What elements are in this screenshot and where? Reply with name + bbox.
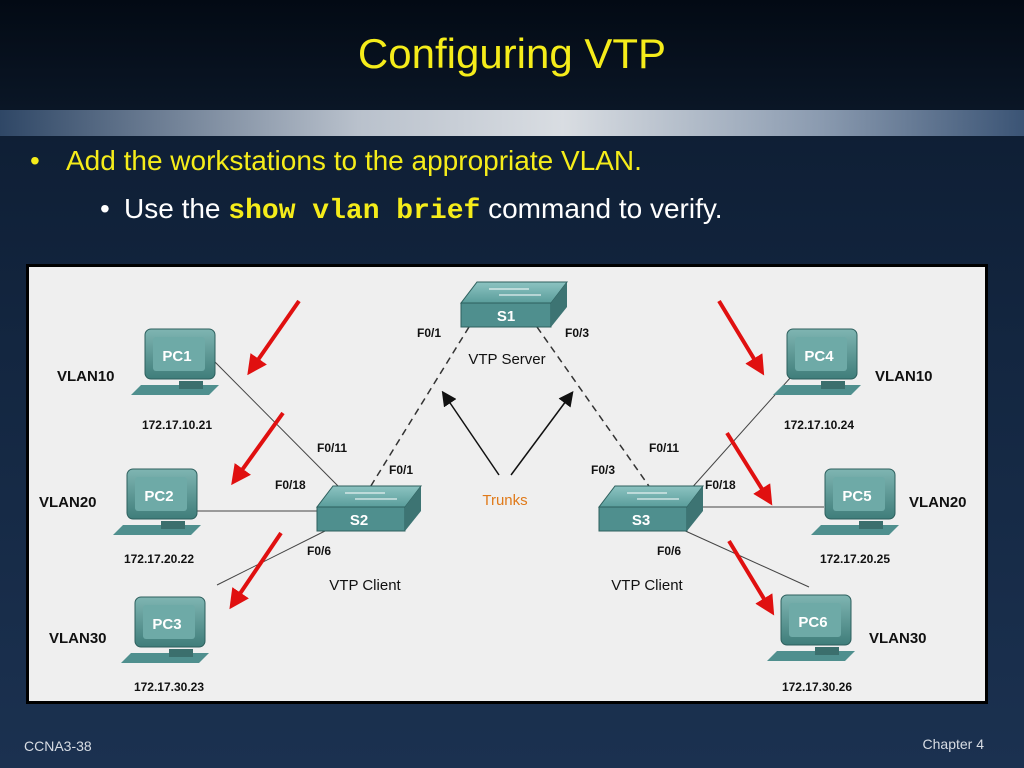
pc1-ip: 172.17.10.21 xyxy=(142,418,212,432)
s1-port-left: F0/1 xyxy=(417,326,441,340)
footer-course-code: CCNA3-38 xyxy=(24,738,92,754)
trunks-pointer-right xyxy=(510,390,574,476)
red-arrow-pc6 xyxy=(727,539,775,616)
pc6-label: PC6 xyxy=(798,614,827,631)
switch-s2 xyxy=(315,485,423,532)
pc3-icon xyxy=(121,596,209,663)
pc4-ip: 172.17.10.24 xyxy=(784,418,854,432)
red-arrow-pc3 xyxy=(229,531,283,610)
s3-port-uplink: F0/3 xyxy=(591,463,615,477)
command-text: show vlan brief xyxy=(228,196,481,227)
switch-s1 xyxy=(459,281,569,328)
s3-port-pc5: F0/18 xyxy=(705,478,736,492)
s1-port-right: F0/3 xyxy=(565,326,589,340)
pc3-ip: 172.17.30.23 xyxy=(134,680,204,694)
red-arrow-pc2 xyxy=(231,411,285,486)
s2-label: S2 xyxy=(350,512,368,529)
pc3-vlan: VLAN30 xyxy=(49,630,107,647)
title-bar xyxy=(0,0,1024,110)
pc4-vlan: VLAN10 xyxy=(875,368,933,385)
pc4-label: PC4 xyxy=(804,348,834,365)
title-divider xyxy=(0,110,1024,136)
s3-label: S3 xyxy=(632,512,650,529)
pc5-icon xyxy=(811,468,899,535)
trunks-label: Trunks xyxy=(482,492,527,509)
link-pc6-s3 xyxy=(680,528,810,588)
link-pc3-s2 xyxy=(216,528,330,586)
s1-role: VTP Server xyxy=(468,351,545,368)
pc6-icon xyxy=(767,594,855,661)
switch-s3 xyxy=(597,485,705,532)
pc5-vlan: VLAN20 xyxy=(909,494,967,511)
s2-port-pc2: F0/18 xyxy=(275,478,306,492)
trunk-line-s1-s2 xyxy=(368,326,470,490)
pc2-icon xyxy=(113,468,201,535)
slide-title: Configuring VTP xyxy=(357,30,667,77)
pc1-label: PC1 xyxy=(162,348,191,365)
s3-port-pc6: F0/6 xyxy=(657,544,681,558)
bullet-dot: • xyxy=(100,193,110,224)
pc4-icon xyxy=(773,328,861,395)
pc6-ip: 172.17.30.26 xyxy=(782,680,852,694)
pc2-vlan: VLAN20 xyxy=(39,494,97,511)
bullet1-text: Add the workstations to the appropriate … xyxy=(66,145,642,176)
network-diagram-svg: S1 F0/1 F0/3 VTP Server S2 F0/1 F0/11 F0… xyxy=(39,281,967,694)
pc5-label: PC5 xyxy=(842,488,871,505)
pc5-ip: 172.17.20.25 xyxy=(820,552,890,566)
bullet2-post: command to verify. xyxy=(480,193,723,224)
pc2-label: PC2 xyxy=(144,488,173,505)
s2-role: VTP Client xyxy=(329,577,401,594)
bullet2-pre: Use the xyxy=(124,193,229,224)
pc3-label: PC3 xyxy=(152,616,181,633)
link-pc4-s3 xyxy=(688,376,792,492)
s2-port-uplink: F0/1 xyxy=(389,463,413,477)
red-arrow-pc5 xyxy=(725,431,773,506)
pc2-ip: 172.17.20.22 xyxy=(124,552,194,566)
bullet-level1: • Add the workstations to the appropriate… xyxy=(30,145,642,177)
red-arrow-pc1 xyxy=(247,299,301,376)
network-diagram: S1 F0/1 F0/3 VTP Server S2 F0/1 F0/11 F0… xyxy=(26,264,988,704)
bullet-dot: • xyxy=(30,145,40,176)
pc6-vlan: VLAN30 xyxy=(869,630,927,647)
bullet-level2: • Use the show vlan brief command to veri… xyxy=(100,193,723,227)
pc1-vlan: VLAN10 xyxy=(57,368,115,385)
s2-port-pc3: F0/6 xyxy=(307,544,331,558)
trunk-line-s1-s3 xyxy=(536,326,652,490)
s1-label: S1 xyxy=(497,308,515,325)
trunks-pointer-left xyxy=(441,390,500,476)
red-arrow-pc4 xyxy=(717,299,765,376)
s3-port-pc4: F0/11 xyxy=(649,441,679,455)
pc1-icon xyxy=(131,328,219,395)
footer-chapter: Chapter 4 xyxy=(922,736,984,752)
s3-role: VTP Client xyxy=(611,577,683,594)
s2-port-pc1: F0/11 xyxy=(317,441,347,455)
